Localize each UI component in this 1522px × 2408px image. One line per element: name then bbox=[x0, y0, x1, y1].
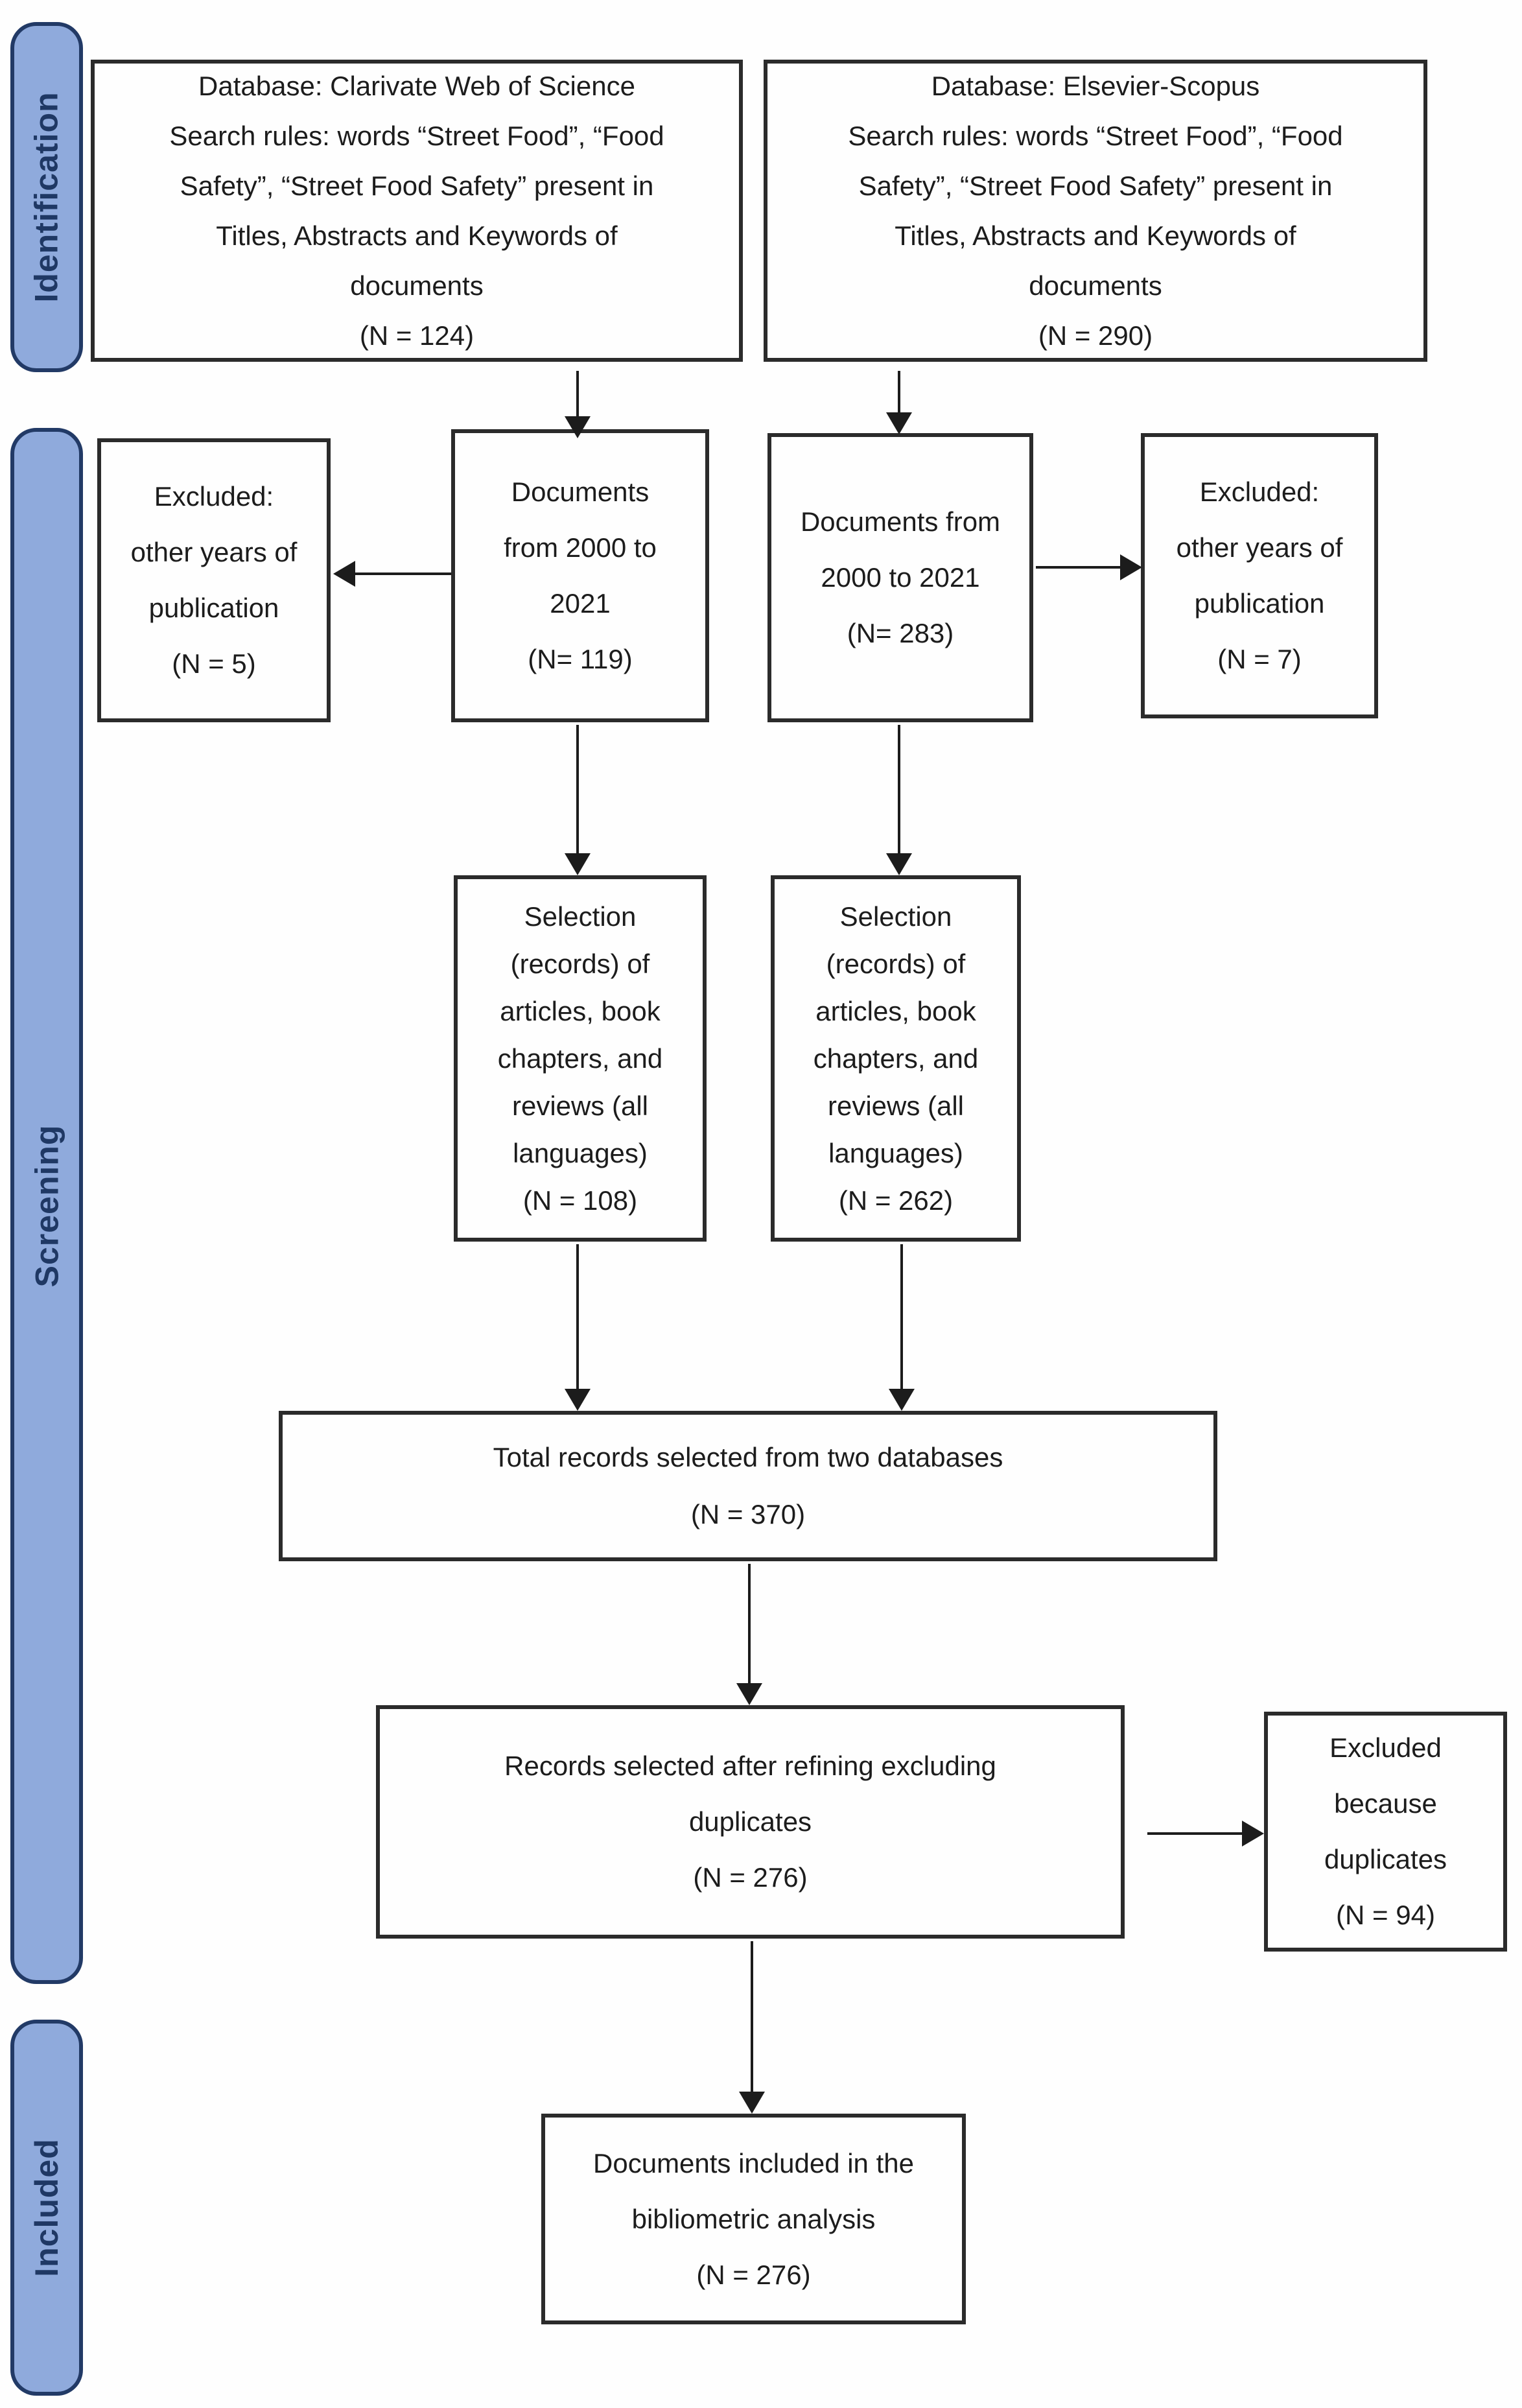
arrowhead-down-icon bbox=[739, 2092, 765, 2114]
flow-box-excluded-duplicates: Excluded because duplicates (N = 94) bbox=[1264, 1712, 1507, 1952]
arrow-line bbox=[748, 1564, 751, 1683]
arrowhead-down-icon bbox=[736, 1683, 762, 1705]
arrow-line bbox=[898, 725, 900, 853]
flow-box-wos-excluded-years: Excluded: other years of publication (N … bbox=[97, 438, 331, 722]
arrowhead-down-icon bbox=[886, 853, 912, 875]
arrowhead-down-icon bbox=[565, 1389, 591, 1411]
stage-label-included: Included bbox=[29, 2138, 65, 2277]
arrowhead-down-icon bbox=[889, 1389, 915, 1411]
arrow-line bbox=[576, 1244, 579, 1389]
flow-box-scopus-selection: Selection (records) of articles, book ch… bbox=[771, 875, 1021, 1242]
flow-box-scopus-year-filtered: Documents from 2000 to 2021 (N= 283) bbox=[767, 433, 1033, 722]
stage-bar-screening: Screening bbox=[10, 428, 83, 1984]
stage-bar-identification: Identification bbox=[10, 22, 83, 372]
arrow-line bbox=[576, 725, 579, 853]
stage-bar-included: Included bbox=[10, 2020, 83, 2396]
arrow-line bbox=[898, 371, 900, 412]
flow-box-scopus-excluded-years: Excluded: other years of publication (N … bbox=[1141, 433, 1378, 718]
flow-box-total-records: Total records selected from two database… bbox=[279, 1411, 1217, 1561]
arrowhead-left-icon bbox=[333, 561, 355, 587]
flow-box-wos-selection: Selection (records) of articles, book ch… bbox=[454, 875, 707, 1242]
flow-box-wos-year-filtered: Documents from 2000 to 2021 (N= 119) bbox=[451, 429, 709, 722]
flow-box-scopus-search: Database: Elsevier-Scopus Search rules: … bbox=[764, 60, 1427, 362]
arrowhead-down-icon bbox=[565, 416, 591, 438]
arrowhead-right-icon bbox=[1242, 1821, 1264, 1847]
flow-box-wos-search: Database: Clarivate Web of Science Searc… bbox=[91, 60, 743, 362]
stage-label-screening: Screening bbox=[29, 1124, 65, 1288]
arrowhead-right-icon bbox=[1120, 554, 1142, 580]
arrowhead-down-icon bbox=[886, 412, 912, 434]
arrowhead-down-icon bbox=[565, 853, 591, 875]
arrow-line bbox=[1036, 566, 1120, 569]
stage-label-identification: Identification bbox=[29, 91, 65, 303]
arrow-line bbox=[576, 371, 579, 416]
arrow-line bbox=[355, 572, 451, 575]
arrow-line bbox=[900, 1244, 903, 1389]
flow-box-deduplicated: Records selected after refining excludin… bbox=[376, 1705, 1125, 1939]
arrow-line bbox=[751, 1941, 753, 2092]
arrow-line bbox=[1147, 1832, 1242, 1835]
flow-box-included-final: Documents included in the bibliometric a… bbox=[541, 2114, 966, 2324]
